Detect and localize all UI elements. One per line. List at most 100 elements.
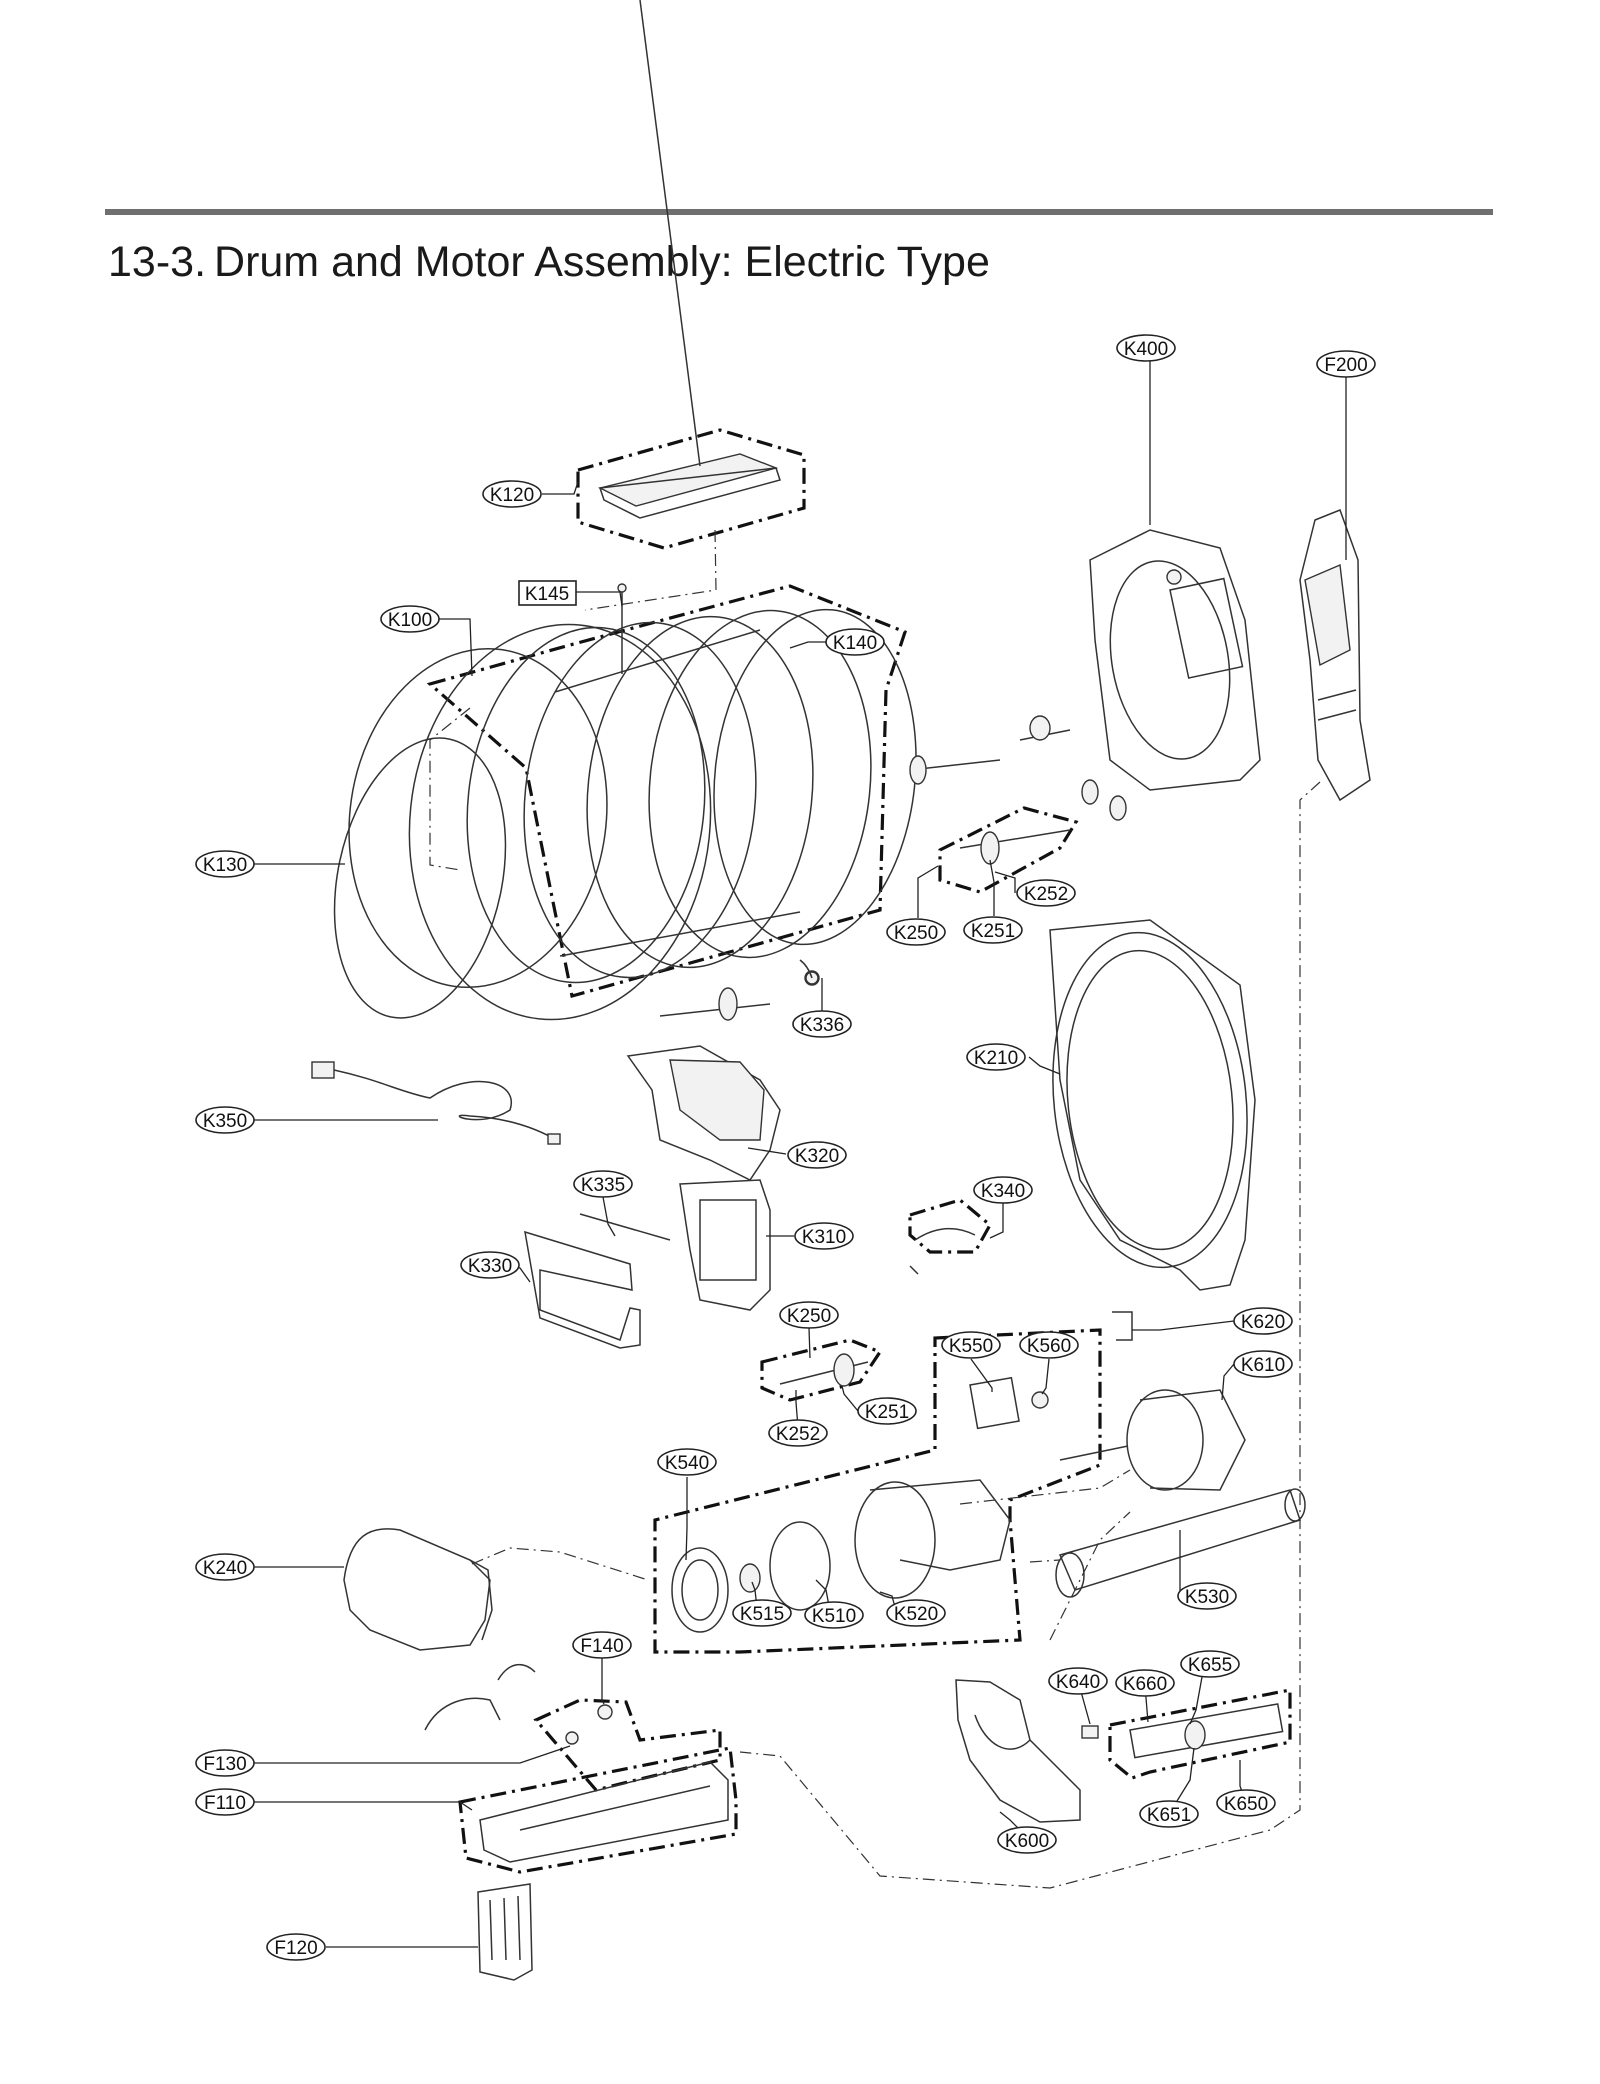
callout-k530: K530 [1177, 1582, 1237, 1610]
callout-k600: K600 [997, 1826, 1057, 1854]
callout-k320: K320 [787, 1141, 847, 1169]
callout-label-k350: K350 [203, 1111, 247, 1132]
f200-lint-filter-housing-part [1299, 509, 1371, 802]
callout-label-k320: K320 [795, 1146, 839, 1167]
callout-k252-upper: K252 [1016, 879, 1076, 907]
callout-k240: K240 [195, 1553, 255, 1581]
k330-duct-guide-part [524, 1213, 671, 1349]
callout-label-k610: K610 [1241, 1355, 1285, 1376]
callout-label-k515: K515 [740, 1604, 784, 1625]
callout-label-k340: K340 [981, 1181, 1025, 1202]
callout-k251-upper: K251 [963, 916, 1023, 944]
callout-k250-lower: K250 [779, 1301, 839, 1329]
callout-label-k560: K560 [1027, 1336, 1071, 1357]
callout-k145: K145 [518, 580, 577, 606]
section-title: Drum and Motor Assembly: Electric Type [214, 238, 990, 286]
callout-label-f200: F200 [1324, 355, 1367, 376]
callout-k620: K620 [1233, 1307, 1293, 1335]
k320-lint-duct-part [626, 1045, 781, 1181]
callout-f140: F140 [572, 1631, 632, 1659]
callout-k655: K655 [1180, 1650, 1240, 1678]
callout-f130: F130 [195, 1749, 255, 1777]
callout-k340: K340 [973, 1176, 1033, 1204]
k100-drum-assembly-part [333, 583, 917, 1021]
k336-spring-part [799, 959, 819, 985]
k210-front-bulkhead-part [1049, 919, 1256, 1291]
callout-label-k250-lower: K250 [787, 1306, 831, 1327]
assembly-guide-line [739, 781, 1321, 1889]
callout-label-k251-lower: K251 [865, 1402, 909, 1423]
k600-motor-mount-part [955, 1679, 1292, 1823]
callout-k651: K651 [1139, 1800, 1199, 1828]
callout-label-k252-lower: K252 [776, 1424, 820, 1445]
callout-k610: K610 [1233, 1350, 1293, 1378]
k400-rear-bulkhead-part [1089, 529, 1261, 791]
callout-label-k650: K650 [1224, 1794, 1268, 1815]
callout-label-k130: K130 [203, 855, 247, 876]
k500-blower-assembly-part [653, 1328, 1102, 1654]
callout-label-k655: K655 [1188, 1655, 1232, 1676]
callout-label-k100: K100 [388, 610, 432, 631]
callout-k510: K510 [804, 1601, 864, 1629]
callout-k540: K540 [657, 1448, 717, 1476]
callout-label-f130: F130 [203, 1754, 246, 1775]
callout-k140: K140 [825, 628, 885, 656]
f120-heater-bracket-part [477, 1883, 533, 1981]
assembly-guide-line-6 [584, 529, 717, 611]
callout-label-k550: K550 [949, 1336, 993, 1357]
callout-k310: K310 [794, 1222, 854, 1250]
callout-label-k335: K335 [581, 1175, 625, 1196]
callout-label-k210: K210 [974, 1048, 1018, 1069]
callout-label-k540: K540 [665, 1453, 709, 1474]
callout-k336: K336 [792, 1010, 852, 1038]
callout-label-k660: K660 [1123, 1674, 1167, 1695]
section-divider-rule [105, 209, 1493, 215]
callout-k400: K400 [1116, 334, 1176, 362]
callout-label-f140: F140 [580, 1636, 623, 1657]
callout-f120: F120 [266, 1933, 326, 1961]
callout-label-k310: K310 [802, 1227, 846, 1248]
callout-k330: K330 [460, 1251, 520, 1279]
f110-heater-housing-part [458, 1746, 738, 1874]
callout-k515: K515 [732, 1599, 792, 1627]
callout-label-k520: K520 [894, 1604, 938, 1625]
callout-f200: F200 [1316, 350, 1376, 378]
assembly-guide-line-3 [1029, 1559, 1061, 1563]
callout-label-k240: K240 [203, 1558, 247, 1579]
callout-label-k640: K640 [1056, 1672, 1100, 1693]
callout-label-k530: K530 [1185, 1587, 1229, 1608]
k120-drum-vent-part [576, 0, 806, 550]
callout-k660: K660 [1115, 1669, 1175, 1697]
callout-k250-upper: K250 [886, 918, 946, 946]
callout-label-k140: K140 [833, 633, 877, 654]
callout-k252-lower: K252 [768, 1419, 828, 1447]
callout-k130: K130 [195, 850, 255, 878]
page-title: 13-3.Drum and Motor Assembly: Electric T… [108, 238, 990, 287]
callout-k550: K550 [941, 1331, 1001, 1359]
callout-k120: K120 [482, 480, 542, 508]
callout-label-k252-upper: K252 [1024, 884, 1068, 905]
f130-thermostat-wires-part [424, 1664, 722, 1792]
callout-k100: K100 [380, 605, 440, 633]
callout-label-k600: K600 [1005, 1831, 1049, 1852]
callout-label-k250-upper: K250 [894, 923, 938, 944]
callout-k640: K640 [1048, 1667, 1108, 1695]
callout-label-k651: K651 [1147, 1805, 1191, 1826]
callout-k210: K210 [966, 1043, 1026, 1071]
callout-k350: K350 [195, 1106, 255, 1134]
k350-wire-harness-part [311, 1061, 561, 1145]
callout-label-k620: K620 [1241, 1312, 1285, 1333]
assembly-guide-line-2 [471, 1547, 649, 1581]
callout-k560: K560 [1019, 1331, 1079, 1359]
callout-k520: K520 [886, 1599, 946, 1627]
callout-k335: K335 [573, 1170, 633, 1198]
callout-label-k145: K145 [525, 584, 569, 605]
k310-filter-frame-part [679, 1179, 771, 1311]
callout-label-k120: K120 [490, 485, 534, 506]
callout-k650: K650 [1216, 1789, 1276, 1817]
callout-f110: F110 [195, 1788, 255, 1816]
callout-label-k510: K510 [812, 1606, 856, 1627]
callout-k251-lower: K251 [857, 1397, 917, 1425]
callout-label-f110: F110 [204, 1793, 246, 1814]
